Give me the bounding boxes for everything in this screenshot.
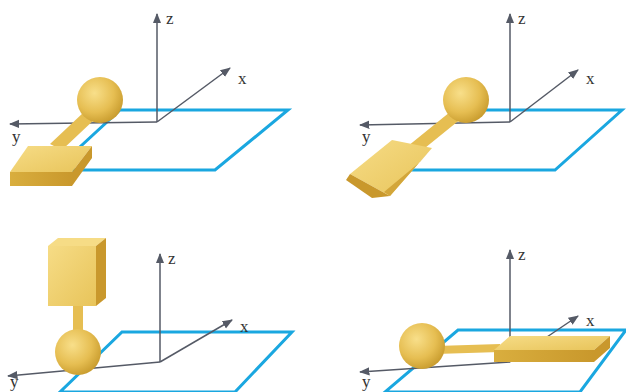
box-front: [48, 246, 96, 306]
slab-side: [594, 336, 610, 362]
z-axis: [156, 14, 158, 122]
box-top: [48, 238, 106, 246]
z-axis: [159, 254, 161, 362]
axis-label: y: [362, 128, 371, 145]
wedge-side: [384, 148, 432, 196]
axis-label: z: [166, 10, 174, 27]
box-side: [72, 146, 92, 186]
axis-label: z: [168, 250, 176, 267]
axis-label: x: [240, 318, 249, 335]
axis-label: z: [518, 10, 526, 27]
ball: [399, 323, 445, 369]
x-axis: [510, 70, 578, 122]
ball: [77, 77, 123, 123]
axis-label: x: [238, 70, 247, 87]
axis-label: z: [518, 246, 526, 263]
ball: [443, 77, 489, 123]
panel-flat-y: [10, 14, 288, 186]
x-axis: [157, 68, 230, 122]
panel-flat-x: [360, 250, 626, 392]
slab-front: [494, 350, 594, 362]
axis-label: x: [586, 70, 595, 87]
axis-label: y: [362, 373, 371, 390]
plane: [395, 110, 622, 170]
rod: [436, 344, 500, 354]
box-front: [10, 172, 72, 186]
axis-label: y: [12, 128, 21, 145]
panel-tilted: [346, 14, 622, 198]
wedge-edge: [346, 174, 390, 198]
z-axis: [509, 14, 511, 122]
ball: [55, 329, 101, 375]
axis-label: y: [10, 373, 19, 390]
box-side: [96, 238, 106, 306]
x-axis: [160, 320, 232, 362]
panel-vertical: [8, 238, 292, 392]
slab-top: [494, 336, 610, 350]
axis-label: x: [586, 312, 595, 329]
